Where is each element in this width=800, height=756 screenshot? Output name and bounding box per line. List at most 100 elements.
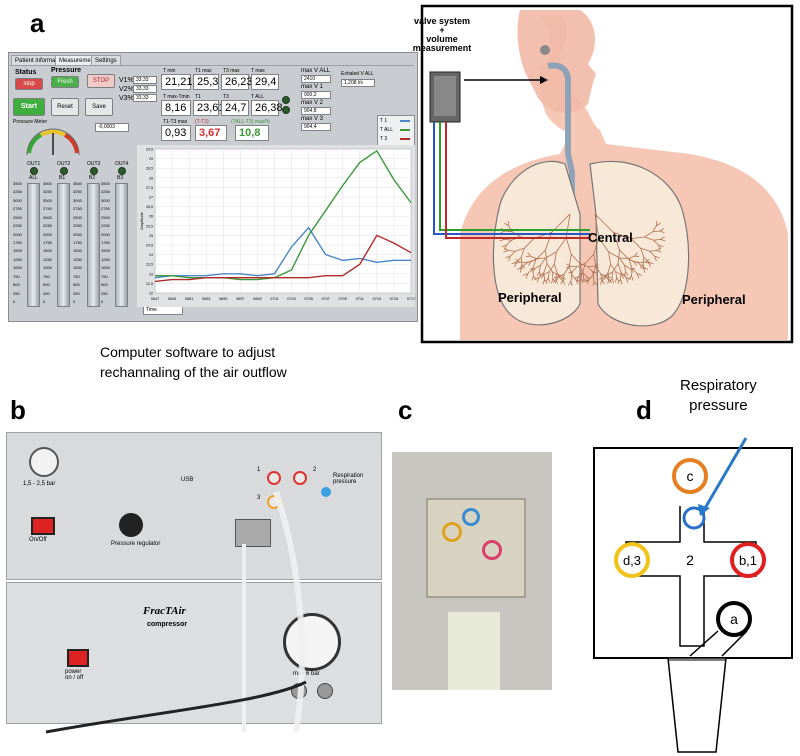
power-switch[interactable] [67, 649, 89, 667]
legend-tall-swatch [400, 129, 410, 131]
tube-scale-tick: 1250 [13, 256, 22, 262]
v2-input[interactable]: 33,33 [133, 85, 157, 93]
save-button[interactable]: Save [85, 98, 113, 116]
tube-b1 [57, 183, 70, 307]
x-tick-label: 0709 [339, 297, 347, 301]
max-v-all-value: 2410 [301, 75, 331, 83]
y-tick-label: 24,5 [146, 244, 153, 248]
tube-scale-tick: 2000 [13, 231, 22, 237]
out2-label: OUT2 [57, 161, 71, 167]
tube-scale-tick: 2750 [73, 206, 82, 212]
legend-t3-label: T 3 [380, 136, 388, 142]
funnel-shape [667, 657, 727, 753]
tube-scale-tick: 750 [73, 273, 80, 279]
head-shape [517, 10, 596, 113]
tab-divider [10, 65, 414, 66]
tube-scale-tick: 1000 [101, 265, 110, 271]
out3-led [90, 167, 98, 175]
tab-settings[interactable]: Settings [91, 55, 121, 66]
x-tick-label: 0657 [236, 297, 244, 301]
valve-blue-ring [462, 508, 480, 526]
exhaled-label: Exhaled V ALL [341, 71, 374, 77]
outlet-2 [317, 683, 333, 699]
time-field[interactable]: Time [143, 306, 183, 315]
x-tick-label: 0655 [219, 297, 227, 301]
t1-max-value: 25,3 [193, 74, 219, 90]
port-1 [267, 471, 281, 485]
v3-input[interactable]: 33,33 [133, 94, 157, 102]
usb-label: USB [181, 477, 194, 483]
t3-value: 24,7 [221, 100, 249, 116]
tube-scale-tick: 500 [13, 282, 20, 288]
tube-scale-tick: 750 [43, 273, 50, 279]
out1-label: OUT1 [27, 161, 41, 167]
device-cables [45, 491, 307, 734]
t-max-value: 29,4 [251, 74, 279, 90]
y-tick-label: 24 [149, 253, 153, 257]
tube-b2 [87, 183, 100, 307]
pointer-arrowhead [698, 504, 710, 516]
status-stop-button[interactable]: stop [15, 78, 43, 90]
tube-blue [433, 122, 590, 235]
usb-connector [235, 519, 271, 547]
tube-scale-tick: 3500 [101, 181, 110, 186]
center-label: 2 [686, 552, 694, 568]
tube-all-label: ALL [29, 175, 38, 181]
x-tick-label: 0711 [356, 297, 364, 301]
plot-area [154, 148, 412, 294]
tube-scale-tick: 3000 [13, 197, 22, 203]
tube-scale-tick: 2500 [43, 214, 52, 220]
v1-input[interactable]: 33,33 [133, 76, 157, 84]
tube-scale-tick: 3250 [13, 189, 22, 195]
reset-button[interactable]: Reset [51, 98, 79, 116]
panel-letter-c: c [398, 395, 413, 425]
tube-scale-tick: 3250 [73, 189, 82, 195]
out4-label: OUT4 [115, 161, 129, 167]
max-bar-label: max 6 bar [293, 671, 320, 677]
valve-text-line1: valve system [414, 16, 470, 26]
stop-button[interactable]: STOP [87, 74, 115, 88]
out3-label: OUT3 [87, 161, 101, 167]
port-c-ring [672, 458, 708, 494]
tube-scale-tick: 3250 [43, 189, 52, 195]
tube-scale-tick: 250 [13, 290, 20, 296]
valve-text-line4: measurement [413, 43, 472, 53]
start-button[interactable]: Start [13, 98, 45, 116]
respiration-port [321, 487, 331, 497]
tube-scale-tick: 1750 [101, 240, 110, 245]
arrow-head [540, 76, 548, 84]
port-b1-label: b,1 [739, 553, 757, 568]
onoff-switch[interactable] [31, 517, 55, 535]
x-tick-label: 0701 [270, 297, 278, 301]
tube-scale-tick: 2750 [101, 206, 110, 212]
tube-red [445, 122, 590, 239]
tube-scale-tick: 750 [13, 273, 20, 279]
manifold-outline [625, 506, 757, 647]
max-v2-label: max V 2 [301, 100, 324, 106]
tube-scale-tick: 3000 [101, 197, 110, 203]
tube-scale-tick: 1750 [73, 240, 82, 245]
valve-box [429, 71, 461, 123]
series-line-t-all [155, 149, 412, 281]
tube-scale-tick: 750 [101, 273, 108, 279]
t-all-header: T ALL [251, 94, 264, 100]
pressure-label: Pressure [51, 67, 81, 74]
pressure-regulator-label: Pressure regulator [111, 541, 161, 547]
chart-legend: T 1 T ALL T 3 [377, 115, 415, 147]
y-tick-label: 27 [149, 196, 153, 200]
max-v3-label: max V 3 [301, 116, 324, 122]
pressure-fresh-button[interactable]: Fresh [51, 76, 79, 88]
power-label: power on / off [65, 669, 84, 681]
tube-scale-tick: 1250 [73, 256, 82, 262]
y-tick-label: 27,5 [146, 186, 153, 190]
port-c-label: c [687, 468, 694, 484]
mouthpiece-circle [540, 45, 550, 55]
tube-scale-tick: 1000 [43, 265, 52, 271]
port-a-line1 [689, 630, 719, 657]
pressure-regulator-knob[interactable] [119, 513, 143, 537]
anatomy-diagram: valve system + volume measurement Centra… [413, 4, 794, 344]
y-tick-label: 25,5 [146, 224, 153, 228]
tube-scale-tick: 2250 [43, 223, 52, 229]
t3-header: T3 [223, 94, 229, 100]
y-tick-label: 25 [149, 234, 153, 238]
